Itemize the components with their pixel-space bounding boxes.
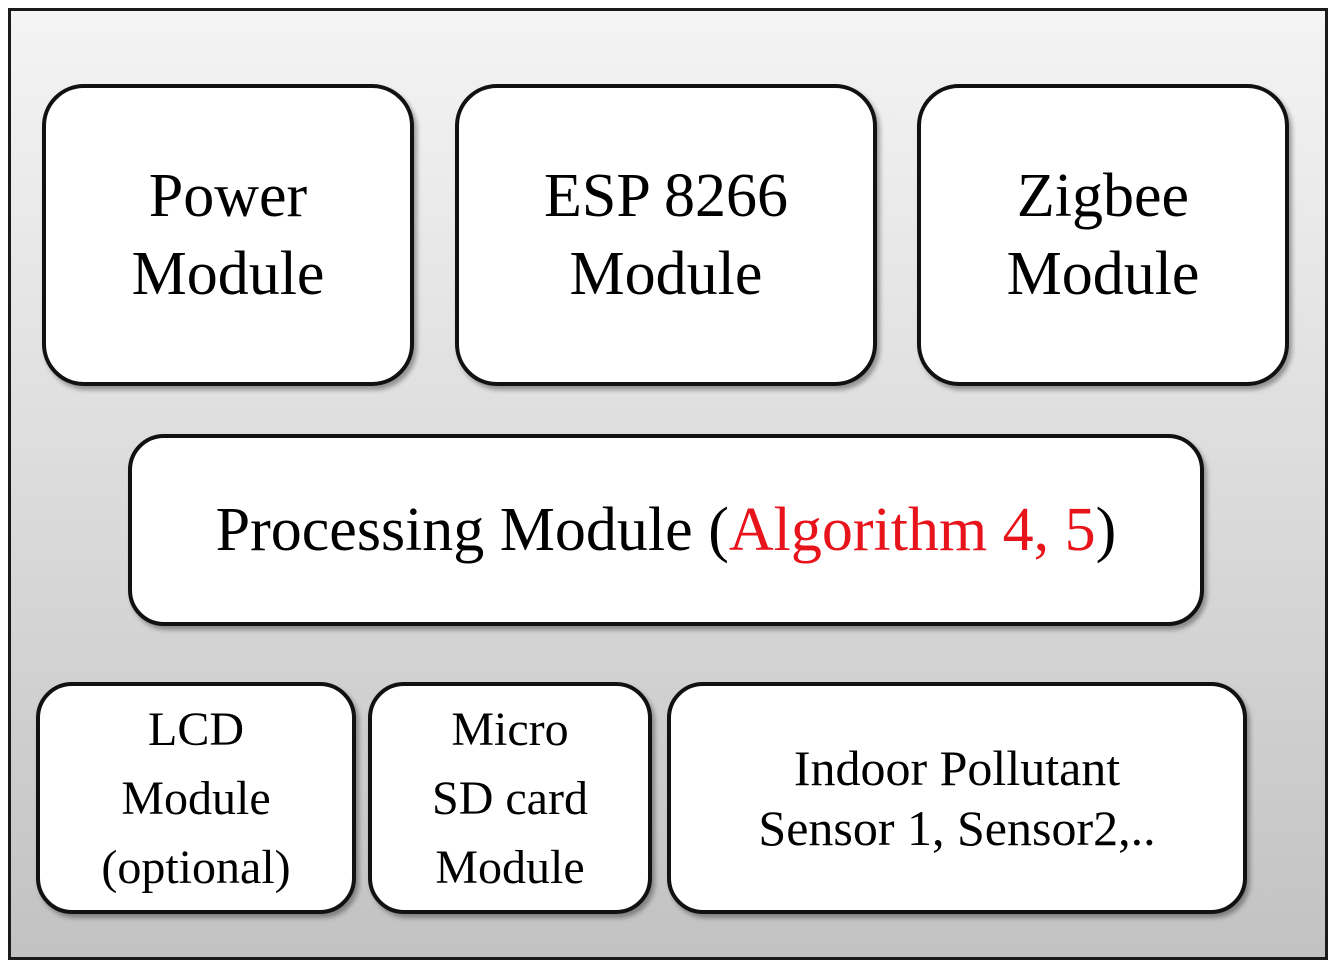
- processing-module-box: Processing Module (Algorithm 4, 5): [128, 434, 1204, 626]
- power-module-line1: Power: [148, 162, 308, 230]
- micro-sd-module-box: Micro SD card Module: [368, 682, 652, 914]
- sensor-box-line2: Sensor 1, Sensor2,..: [758, 800, 1156, 856]
- lcd-module-line3: (optional): [101, 840, 291, 894]
- processing-algorithm-ref: Algorithm 4, 5: [728, 496, 1096, 564]
- zigbee-module-line2: Module: [1006, 240, 1200, 308]
- processing-paren-open: (: [708, 496, 729, 564]
- zigbee-module-box: Zigbee Module: [917, 84, 1289, 386]
- micro-sd-module-line3: Module: [435, 840, 585, 894]
- lcd-module-line1: LCD: [148, 702, 244, 756]
- micro-sd-module-line2: SD card: [432, 771, 588, 825]
- sensor-box-line1: Indoor Pollutant: [793, 740, 1121, 796]
- power-module-box: Power Module: [42, 84, 414, 386]
- power-module-line2: Module: [131, 240, 325, 308]
- esp8266-module-box: ESP 8266 Module: [455, 84, 877, 386]
- esp8266-module-line2: Module: [569, 240, 763, 308]
- zigbee-module-line1: Zigbee: [1016, 162, 1190, 230]
- indoor-pollutant-sensor-box: Indoor Pollutant Sensor 1, Sensor2,..: [667, 682, 1247, 914]
- lcd-module-line2: Module: [121, 771, 271, 825]
- micro-sd-module-line1: Micro: [451, 702, 569, 756]
- lcd-module-box: LCD Module (optional): [36, 682, 356, 914]
- processing-module-text: Processing Module (Algorithm 4, 5): [216, 491, 1117, 569]
- esp8266-module-line1: ESP 8266: [543, 162, 789, 230]
- processing-module-label: Processing Module: [215, 496, 693, 564]
- processing-paren-close: ): [1095, 496, 1117, 564]
